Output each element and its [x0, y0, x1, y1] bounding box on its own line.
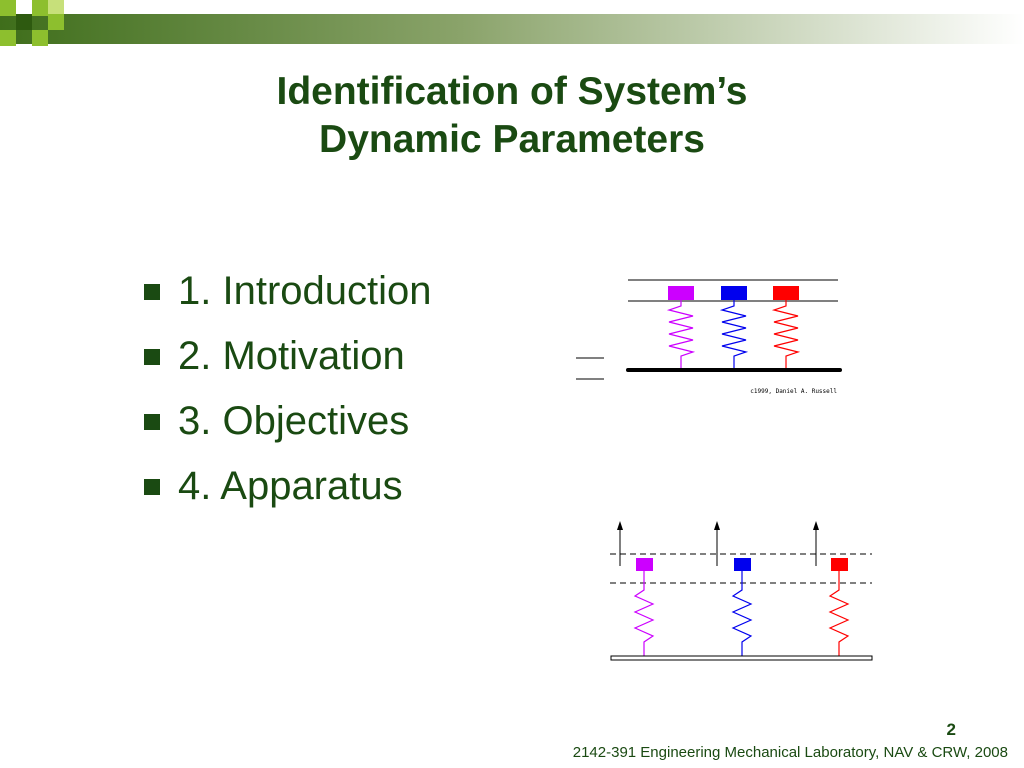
bullet-text: 4. Apparatus: [178, 464, 403, 508]
spring: [719, 300, 749, 368]
bullet-square-icon: [144, 284, 160, 300]
arrow-up-icon: [617, 521, 623, 530]
bullet-list: 1. Introduction 2. Motivation 3. Objecti…: [142, 262, 432, 522]
arrow-up-icon: [714, 521, 720, 530]
footer-text: 2142-391 Engineering Mechanical Laborato…: [572, 744, 1008, 761]
bullet-item: 3. Objectives: [142, 392, 432, 457]
spring: [633, 571, 655, 656]
page-number: 2: [946, 720, 956, 739]
spring: [828, 571, 850, 656]
slide-title-line1: Identification of System’s: [276, 70, 748, 113]
mass-spring-figure-top: c1999, Daniel A. Russell: [576, 279, 842, 395]
bullet-item: 1. Introduction: [142, 262, 432, 327]
figure-credit: c1999, Daniel A. Russell: [750, 388, 837, 395]
mass-block: [636, 558, 653, 571]
spring: [771, 300, 801, 368]
bullet-square-icon: [144, 414, 160, 430]
spring: [731, 571, 753, 656]
bullet-text: 3. Objectives: [178, 399, 410, 443]
slide-title-line2: Dynamic Parameters: [319, 118, 705, 161]
bullet-square-icon: [144, 349, 160, 365]
bullet-square-icon: [144, 479, 160, 495]
bullet-text: 2. Motivation: [178, 334, 405, 378]
base-plate: [610, 655, 873, 661]
arrow-up-icon: [813, 521, 819, 530]
slide-title: Identification of System’s Dynamic Param…: [0, 68, 1024, 164]
top-decorative-bar: [0, 0, 1024, 46]
mass-block: [831, 558, 848, 571]
bullet-item: 2. Motivation: [142, 327, 432, 392]
spring: [666, 300, 696, 368]
bullet-text: 1. Introduction: [178, 269, 432, 313]
bullet-item: 4. Apparatus: [142, 457, 432, 522]
mass-block: [734, 558, 751, 571]
mass-spring-figure-bottom: [610, 521, 873, 661]
mass-block: [773, 286, 799, 300]
mass-block: [668, 286, 694, 300]
mass-block: [721, 286, 747, 300]
